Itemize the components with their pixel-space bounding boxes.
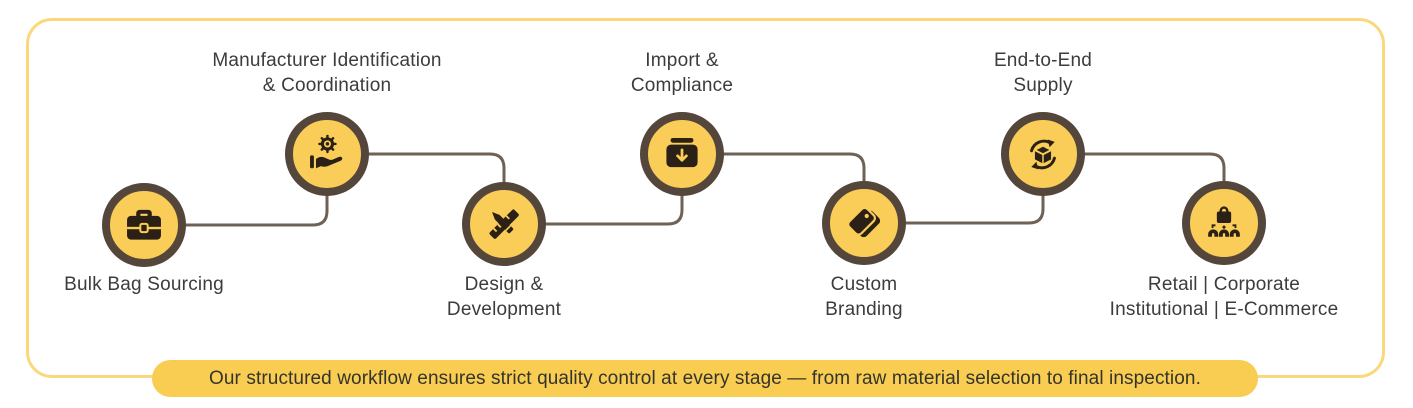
step-1-circle <box>102 183 186 267</box>
distribution-icon <box>1208 206 1240 237</box>
step-2-label: Manufacturer Identification & Coordinati… <box>167 48 487 98</box>
connector-2-3 <box>367 152 506 184</box>
step-2-circle <box>285 112 369 196</box>
step-6-circle <box>1001 112 1085 196</box>
step-3-circle <box>462 182 546 266</box>
step-6-label-line-2: Supply <box>1013 75 1073 96</box>
step-7-label-line-2: Institutional | E-Commerce <box>1109 299 1339 320</box>
step-6-label-line-1: End-to-End <box>993 50 1093 71</box>
step-6-label: End-to-End Supply <box>883 48 1203 98</box>
step-1-label-line-1: Bulk Bag Sourcing <box>64 274 224 295</box>
step-5-label-line-2: Branding <box>825 299 903 320</box>
connector-5-6 <box>904 194 1045 225</box>
step-4-label-line-1: Import & <box>645 50 719 71</box>
step-2-label-line-1: Manufacturer Identification <box>212 50 442 71</box>
import-box-icon <box>666 137 698 168</box>
step-5-label-line-1: Custom <box>830 274 898 295</box>
briefcase-icon <box>127 209 161 240</box>
step-2-label-line-2: & Coordination <box>262 75 392 96</box>
connector-3-4 <box>544 194 684 226</box>
step-7-label: Retail | Corporate Institutional | E-Com… <box>1064 272 1384 322</box>
connector-6-7 <box>1083 152 1226 183</box>
step-5-circle <box>822 181 906 265</box>
step-7-label-line-1: Retail | Corporate <box>1147 274 1301 295</box>
price-tag-icon <box>847 206 881 238</box>
step-4-label-line-2: Compliance <box>630 75 734 96</box>
connector-4-5 <box>722 152 866 183</box>
step-5-label: Custom Branding <box>704 272 1024 322</box>
step-4-circle <box>640 112 724 196</box>
supply-cycle-icon <box>1030 139 1056 170</box>
workflow-card <box>26 18 1385 378</box>
step-3-label-line-2: Development <box>446 299 562 320</box>
step-3-label-line-1: Design & <box>464 274 544 295</box>
step-7-circle <box>1182 181 1266 265</box>
quality-control-banner: Our structured workflow ensures strict q… <box>152 360 1258 397</box>
banner-text: Our structured workflow ensures strict q… <box>209 367 1201 389</box>
step-4-label: Import & Compliance <box>522 48 842 98</box>
pencil-ruler-icon <box>489 209 519 239</box>
gear-on-hand-icon <box>310 134 343 169</box>
connector-1-2 <box>184 194 329 227</box>
step-3-label: Design & Development <box>344 272 664 322</box>
step-1-label: Bulk Bag Sourcing <box>0 272 304 297</box>
